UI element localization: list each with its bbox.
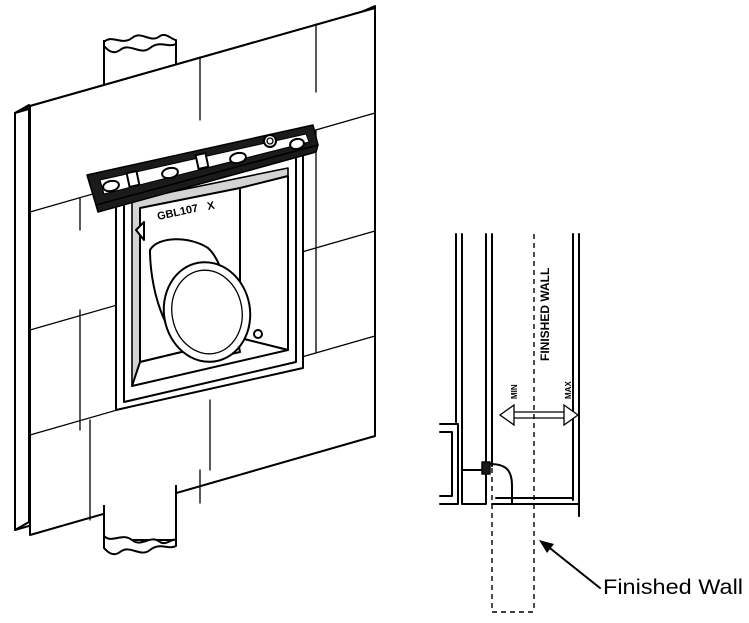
bubble-level-icon xyxy=(102,134,305,193)
clip xyxy=(481,461,491,475)
finished-wall-vertical-label: FINISHED WALL xyxy=(538,268,552,361)
screw-icon xyxy=(253,329,263,339)
model-mark: X xyxy=(206,200,216,213)
min-label: MIN xyxy=(510,384,519,399)
bubble-level xyxy=(86,124,319,213)
finished-wall-callout: Finished Wall xyxy=(603,576,743,599)
isometric-installation-view: GBL107 X xyxy=(14,5,376,556)
double-headed-arrow-icon xyxy=(498,403,580,427)
max-label: MAX xyxy=(564,381,573,399)
valve-outlet xyxy=(149,238,252,363)
marking-icon xyxy=(135,221,145,241)
leader-arrow-icon xyxy=(539,540,601,589)
section-view: FINISHED WALL MIN MAX Finished Wall xyxy=(439,233,743,613)
pipe-bottom xyxy=(103,485,177,556)
